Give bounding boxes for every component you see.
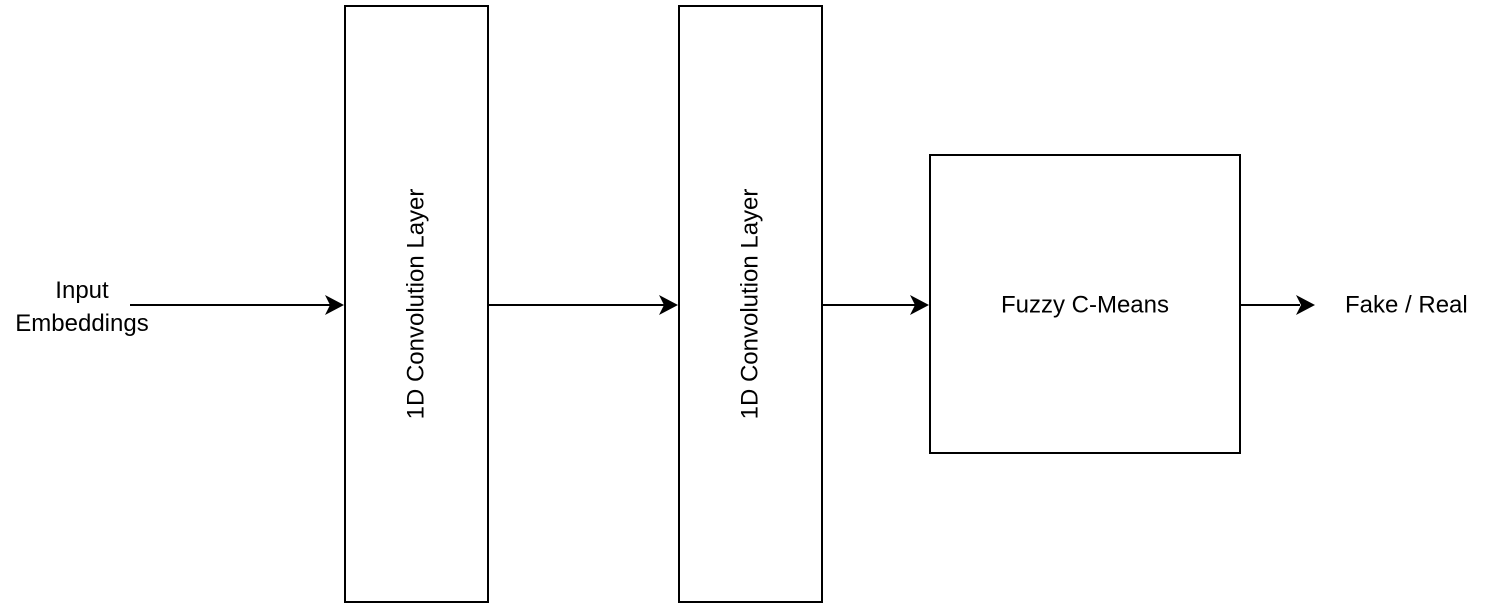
conv-layer-2: 1D Convolution Layer xyxy=(678,5,823,603)
edge-fcm-to-output xyxy=(1240,295,1315,315)
fuzzy-c-means: Fuzzy C-Means xyxy=(929,154,1241,454)
fuzzy-c-means-box xyxy=(929,154,1241,454)
edge-input-to-conv1 xyxy=(130,295,344,315)
input-label: Input Embeddings xyxy=(15,277,148,337)
fuzzy-c-means-label: Fuzzy C-Means xyxy=(1001,292,1169,319)
input-label-line1: Input xyxy=(55,277,109,304)
conv-layer-2-label: 1D Convolution Layer xyxy=(737,189,764,420)
conv-layer-1-box xyxy=(344,5,489,603)
edge-conv2-to-fcm xyxy=(822,295,929,315)
conv-layer-1: 1D Convolution Layer xyxy=(344,5,489,603)
input-label-line2: Embeddings xyxy=(15,310,148,337)
output-label: Fake / Real xyxy=(1345,292,1468,319)
edge-conv1-to-conv2 xyxy=(488,295,678,315)
conv-layer-1-label: 1D Convolution Layer xyxy=(403,189,430,420)
conv-layer-2-box xyxy=(678,5,823,603)
